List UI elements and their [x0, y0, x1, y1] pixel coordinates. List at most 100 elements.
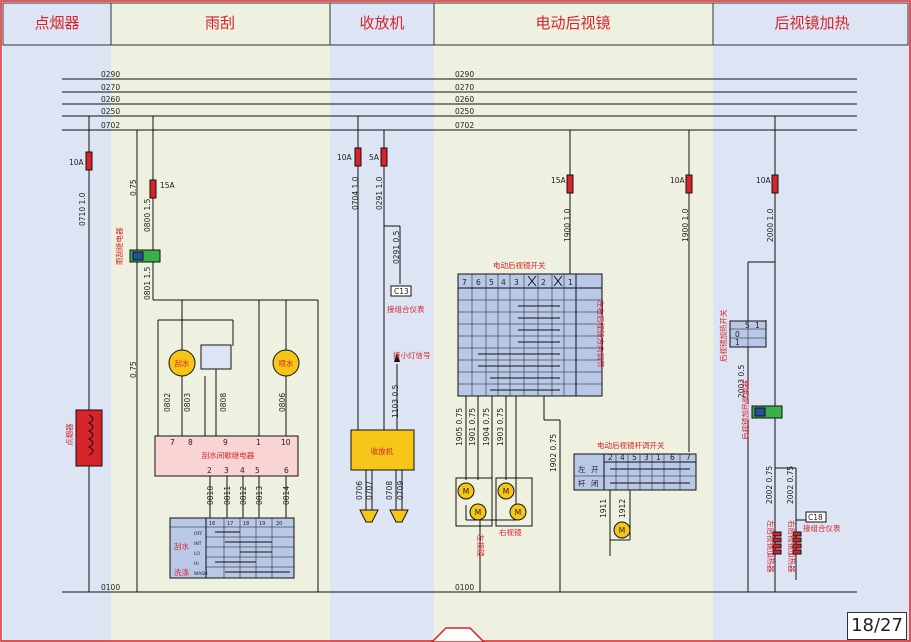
- radio-unit: [350, 429, 415, 471]
- wiper-switch-wash: 洗涤: [174, 567, 189, 577]
- mirror-pin-1: 1: [568, 278, 573, 287]
- wire-0704: 0704 1.0: [351, 176, 360, 210]
- cigar-lighter-label: 点烟器: [65, 423, 74, 446]
- right-mirror-label: 右视镜: [499, 527, 522, 537]
- fuse-mirror-1-label: 15A: [551, 176, 567, 185]
- header-radio: 收放机: [359, 14, 404, 32]
- header-mirror: 电动后视镜: [535, 14, 610, 32]
- switch-row-lo: LO: [194, 551, 200, 557]
- mirror-pin-4: 4: [501, 278, 506, 287]
- mirror-pin-5: 5: [489, 278, 494, 287]
- heat-to-cluster: 接组合仪表: [803, 523, 841, 533]
- relay-pin-8: 8: [188, 438, 193, 447]
- relay-pin-3: 3: [224, 466, 229, 475]
- heat-switch-pin-5: 5: [745, 321, 750, 330]
- heat-relay-label: 后视镜加热继电器: [740, 380, 750, 440]
- small-lamp-signal: 接小灯信号: [393, 350, 431, 360]
- lever-pin-1: 1: [656, 453, 661, 462]
- fuse-heat-label: 10A: [756, 176, 772, 185]
- wire-0710: 0710 1.0: [78, 192, 87, 226]
- lever-switch: [573, 453, 697, 491]
- heat-switch-pin-1: 1: [755, 321, 760, 330]
- wire-1912: 1912: [618, 499, 627, 518]
- wire-1911: 1911: [599, 499, 608, 518]
- connector-c18-label: C18: [808, 513, 823, 522]
- svg-text:M: M: [619, 526, 625, 535]
- ground-label-left: 0100: [101, 583, 120, 592]
- small-lamp-arrow-icon: [394, 352, 400, 362]
- heater-right: [792, 531, 802, 555]
- wire-2002-b: 2002 0.75: [786, 466, 795, 504]
- speaker-left-icon: [359, 509, 379, 523]
- switch-row-off: OFF: [194, 531, 203, 537]
- wire-0814: 0814: [282, 486, 291, 505]
- relay-pin-10: 10: [281, 438, 291, 447]
- washer-motor: [272, 349, 300, 377]
- wire-1904: 1904 0.75: [482, 408, 491, 446]
- wire-0802: 0802: [163, 393, 172, 412]
- intermittent-relay: [154, 435, 299, 477]
- wire-075-a: 0.75: [129, 179, 138, 196]
- relay-pin-6: 6: [284, 466, 289, 475]
- bus-label-0702-r: 0702: [455, 121, 474, 130]
- header-wiper: 雨刮: [205, 14, 235, 32]
- lever-pin-7: 7: [686, 453, 691, 462]
- left-mirror-motor-1: [457, 482, 475, 500]
- svg-text:M: M: [475, 508, 481, 517]
- relay-pin-9: 9: [223, 438, 228, 447]
- fuse-mirror-2: [685, 174, 693, 194]
- lever-close-char: 闭: [591, 479, 599, 488]
- wire-2003: 2003 0.5: [737, 364, 746, 398]
- left-mirror-motor-2: [469, 503, 487, 521]
- fuse-mirror-2-label: 10A: [670, 176, 686, 185]
- wiper-motor: [168, 349, 196, 377]
- wire-0709: 0709: [396, 481, 405, 500]
- bus-label-0250-r: 0250: [455, 107, 474, 116]
- wire-1900-b: 1900 1.0: [681, 208, 690, 242]
- washer-motor-label: 喷水: [279, 358, 294, 368]
- connector-c13-label: C13: [394, 287, 409, 296]
- wiper-switch-wipe: 刮水: [174, 541, 189, 551]
- wire-0291-a: 0291 1.0: [375, 176, 384, 210]
- fuse-heat: [771, 174, 779, 194]
- right-mirror-motor-2: [509, 503, 527, 521]
- wire-1903: 1903 0.75: [496, 408, 505, 446]
- column-bg-radio: [330, 3, 434, 642]
- left-mirror-label: 左视镜: [476, 534, 486, 557]
- fuse-cigar: [85, 151, 93, 171]
- right-mirror-motor-1: [497, 482, 515, 500]
- wire-0808: 0808: [219, 393, 228, 412]
- switch-row-int: INT: [194, 541, 202, 547]
- wire-0707: 0707: [365, 481, 374, 500]
- wire-0803: 0803: [183, 393, 192, 412]
- relay-pin-5: 5: [255, 466, 260, 475]
- footer-tab: [430, 627, 486, 642]
- mirror-switch: [457, 273, 603, 397]
- lever-pin-3: 3: [644, 453, 649, 462]
- fuse-wiper-label: 15A: [160, 181, 176, 190]
- fuse-cigar-label: 10A: [69, 158, 85, 167]
- switch-col-18: 18: [243, 521, 249, 527]
- header-cigar: 点烟器: [34, 14, 79, 32]
- wire-1902: 1902 0.75: [549, 434, 558, 472]
- wire-0811: 0811: [223, 486, 232, 505]
- switch-col-19: 19: [259, 521, 265, 527]
- ground-label-right: 0100: [455, 583, 474, 592]
- switch-col-17: 17: [227, 521, 233, 527]
- bus-label-0260-r: 0260: [455, 95, 474, 104]
- mirror-pin-3: 3: [514, 278, 519, 287]
- wire-0812: 0812: [239, 486, 248, 505]
- wiper-relay-label: 雨刮继电器: [114, 227, 124, 265]
- switch-col-20: 20: [276, 521, 282, 527]
- lever-switch-title: 电动后视镜杆调开关: [597, 440, 665, 450]
- wire-0813: 0813: [255, 486, 264, 505]
- switch-row-hi: HI: [194, 561, 199, 567]
- mirror-pin-7: 7: [462, 278, 467, 287]
- fuse-wiper: [149, 179, 157, 199]
- cigar-lighter-element: [75, 409, 103, 467]
- fuse-radio-2: [380, 147, 388, 167]
- svg-text:M: M: [515, 508, 521, 517]
- bus-label-0290: 0290: [101, 70, 120, 79]
